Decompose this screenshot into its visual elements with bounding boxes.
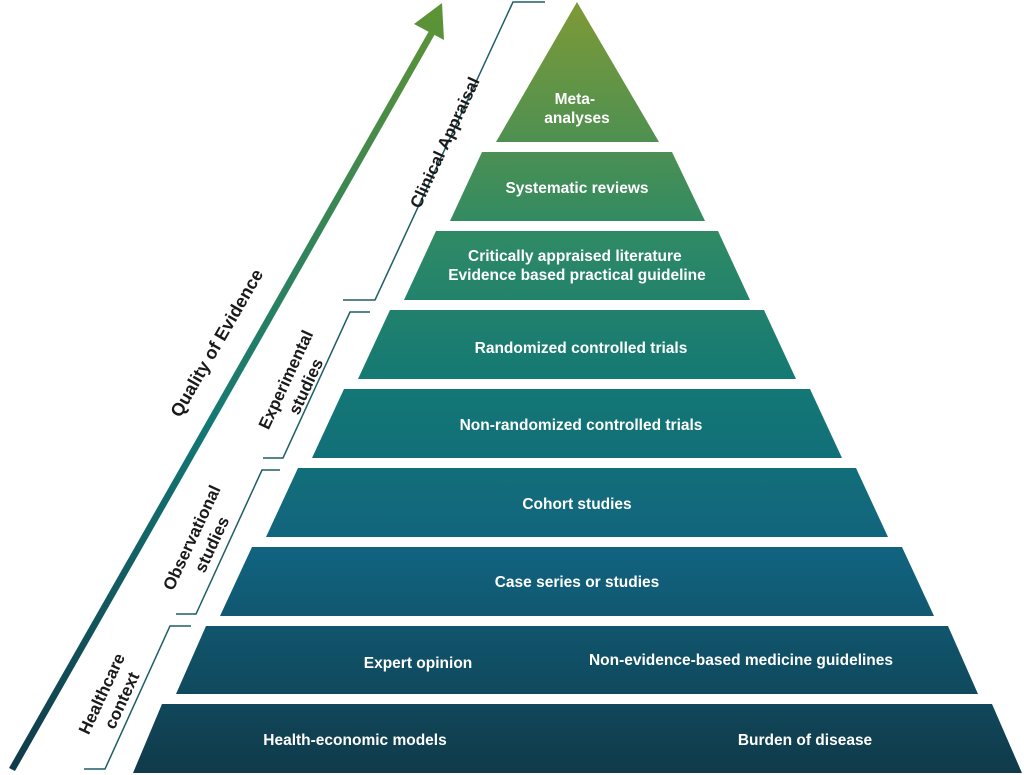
tier-non-randomized-controlled-trials [312,389,842,458]
cal-label-line-1: Critically appraised literature [468,248,682,265]
non-ebm-guidelines-label: Non-evidence-based medicine guidelines [589,652,893,669]
svg-text:Meta- analyses: Meta- analyses [544,91,610,127]
svg-text:Experimental studies: Experimental studies [255,323,338,441]
expert-opinion-label: Expert opinion [364,655,473,672]
quality-arrow-head [414,3,444,40]
tier-case-series [220,547,934,616]
pyramid [133,2,1022,773]
group-brackets [84,1,545,770]
svg-text:Critically appraised literatur: Critically appraised literature Evidence… [448,248,706,284]
tier-systematic-reviews [450,152,705,221]
case-series-label: Case series or studies [495,574,660,591]
quality-arrow-shaft [9,31,435,771]
cohort-label: Cohort studies [522,496,631,513]
burden-of-disease-label: Burden of disease [738,732,873,749]
cal-label-line-2: Evidence based practical guideline [448,267,706,284]
tier-cohort-studies [266,468,888,537]
meta-label-line-2: analyses [544,110,610,127]
bracket-experimental-studies [263,311,370,459]
tier-expert-opinion [176,626,978,694]
tier-meta-analyses [496,2,659,142]
svg-text:Observational studies: Observational studies [159,478,245,602]
meta-label-line-1: Meta- [555,91,595,108]
tier-randomized-controlled-trials [358,310,796,379]
bracket-observational-studies [176,469,280,615]
rct-label: Randomized controlled trials [475,340,688,357]
bracket-healthcare-context [84,625,191,770]
tier-critically-appraised-literature [404,231,750,300]
bracket-clinical-appraisal [343,1,545,301]
nrct-label: Non-randomized controlled trials [460,417,703,434]
tier-labels: Meta- analyses Systematic reviews Critic… [263,91,893,749]
health-economic-models-label: Health-economic models [263,732,446,749]
tier-health-economic-models [133,704,1022,773]
systematic-reviews-label: Systematic reviews [505,180,648,197]
